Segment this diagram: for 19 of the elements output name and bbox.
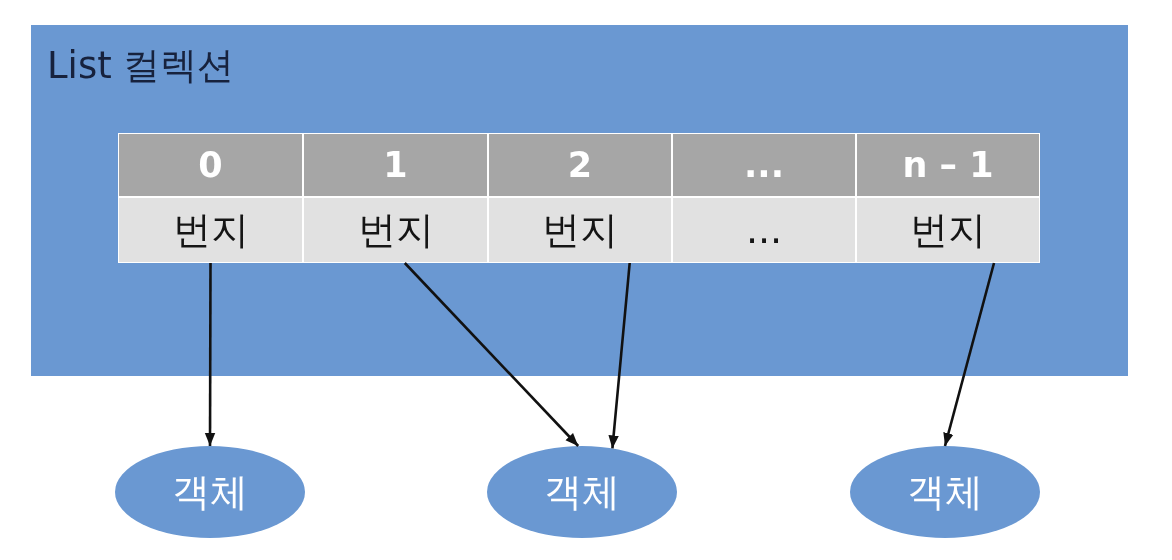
header-cell: ... bbox=[672, 133, 856, 197]
arrow bbox=[943, 262, 996, 447]
panel bbox=[31, 25, 1128, 376]
table-cell: 번지 bbox=[303, 197, 488, 263]
arrow bbox=[403, 262, 580, 447]
table-cell: 번지 bbox=[118, 197, 303, 263]
ellipse: 객체 bbox=[850, 446, 1040, 538]
table-cell: 번지 bbox=[856, 197, 1040, 263]
header-cell: n – 1 bbox=[856, 133, 1040, 197]
arrow bbox=[608, 262, 631, 449]
header-cell: 2 bbox=[488, 133, 672, 197]
arrow bbox=[204, 263, 216, 446]
header-cell: 0 bbox=[118, 133, 303, 197]
table-cell: 번지 bbox=[488, 197, 672, 263]
table-cell: ... bbox=[672, 197, 856, 263]
header-cell: 1 bbox=[303, 133, 488, 197]
ellipse: 객체 bbox=[487, 446, 677, 538]
ellipse: 객체 bbox=[115, 446, 305, 538]
panel-title: List 컬렉션 bbox=[47, 47, 235, 84]
